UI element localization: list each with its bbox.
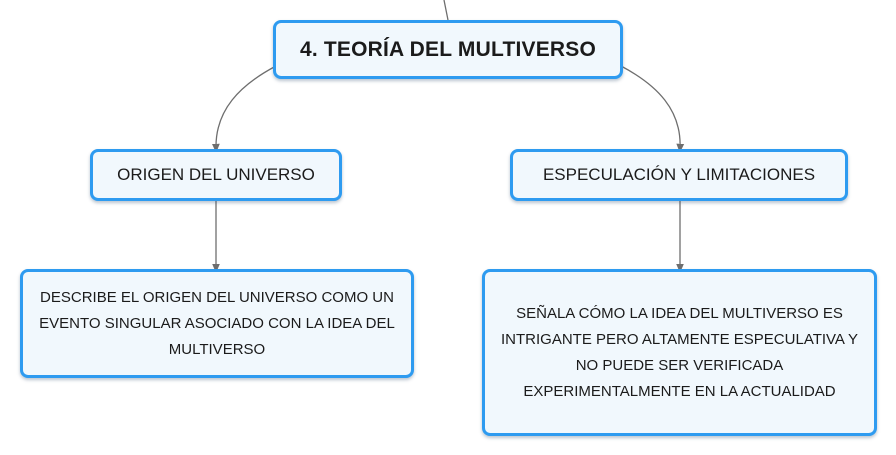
leaf-node-text: SEÑALA CÓMO LA IDEA DEL MULTIVERSO ES IN…: [500, 304, 859, 400]
branch-node-origen-del-universo[interactable]: ORIGEN DEL UNIVERSO: [90, 149, 342, 201]
leaf-node-especulacion-description[interactable]: SEÑALA CÓMO LA IDEA DEL MULTIVERSO ES IN…: [482, 269, 877, 436]
connector-root-to-origen: [211, 65, 277, 153]
root-node[interactable]: 4. TEORÍA DEL MULTIVERSO: [273, 20, 623, 79]
connector-root-to-especulacion: [620, 65, 685, 153]
branch-node-especulacion-y-limitaciones[interactable]: ESPECULACIÓN Y LIMITACIONES: [510, 149, 848, 201]
branch-node-label: ESPECULACIÓN Y LIMITACIONES: [542, 165, 816, 184]
leaf-node-origen-description[interactable]: DESCRIBE EL ORIGEN DEL UNIVERSO COMO UN …: [20, 269, 414, 378]
leaf-node-text: DESCRIBE EL ORIGEN DEL UNIVERSO COMO UN …: [39, 288, 395, 358]
root-node-label: 4. TEORÍA DEL MULTIVERSO: [299, 37, 597, 61]
connector-from-parent: [443, 0, 449, 21]
branch-node-label: ORIGEN DEL UNIVERSO: [117, 165, 315, 184]
